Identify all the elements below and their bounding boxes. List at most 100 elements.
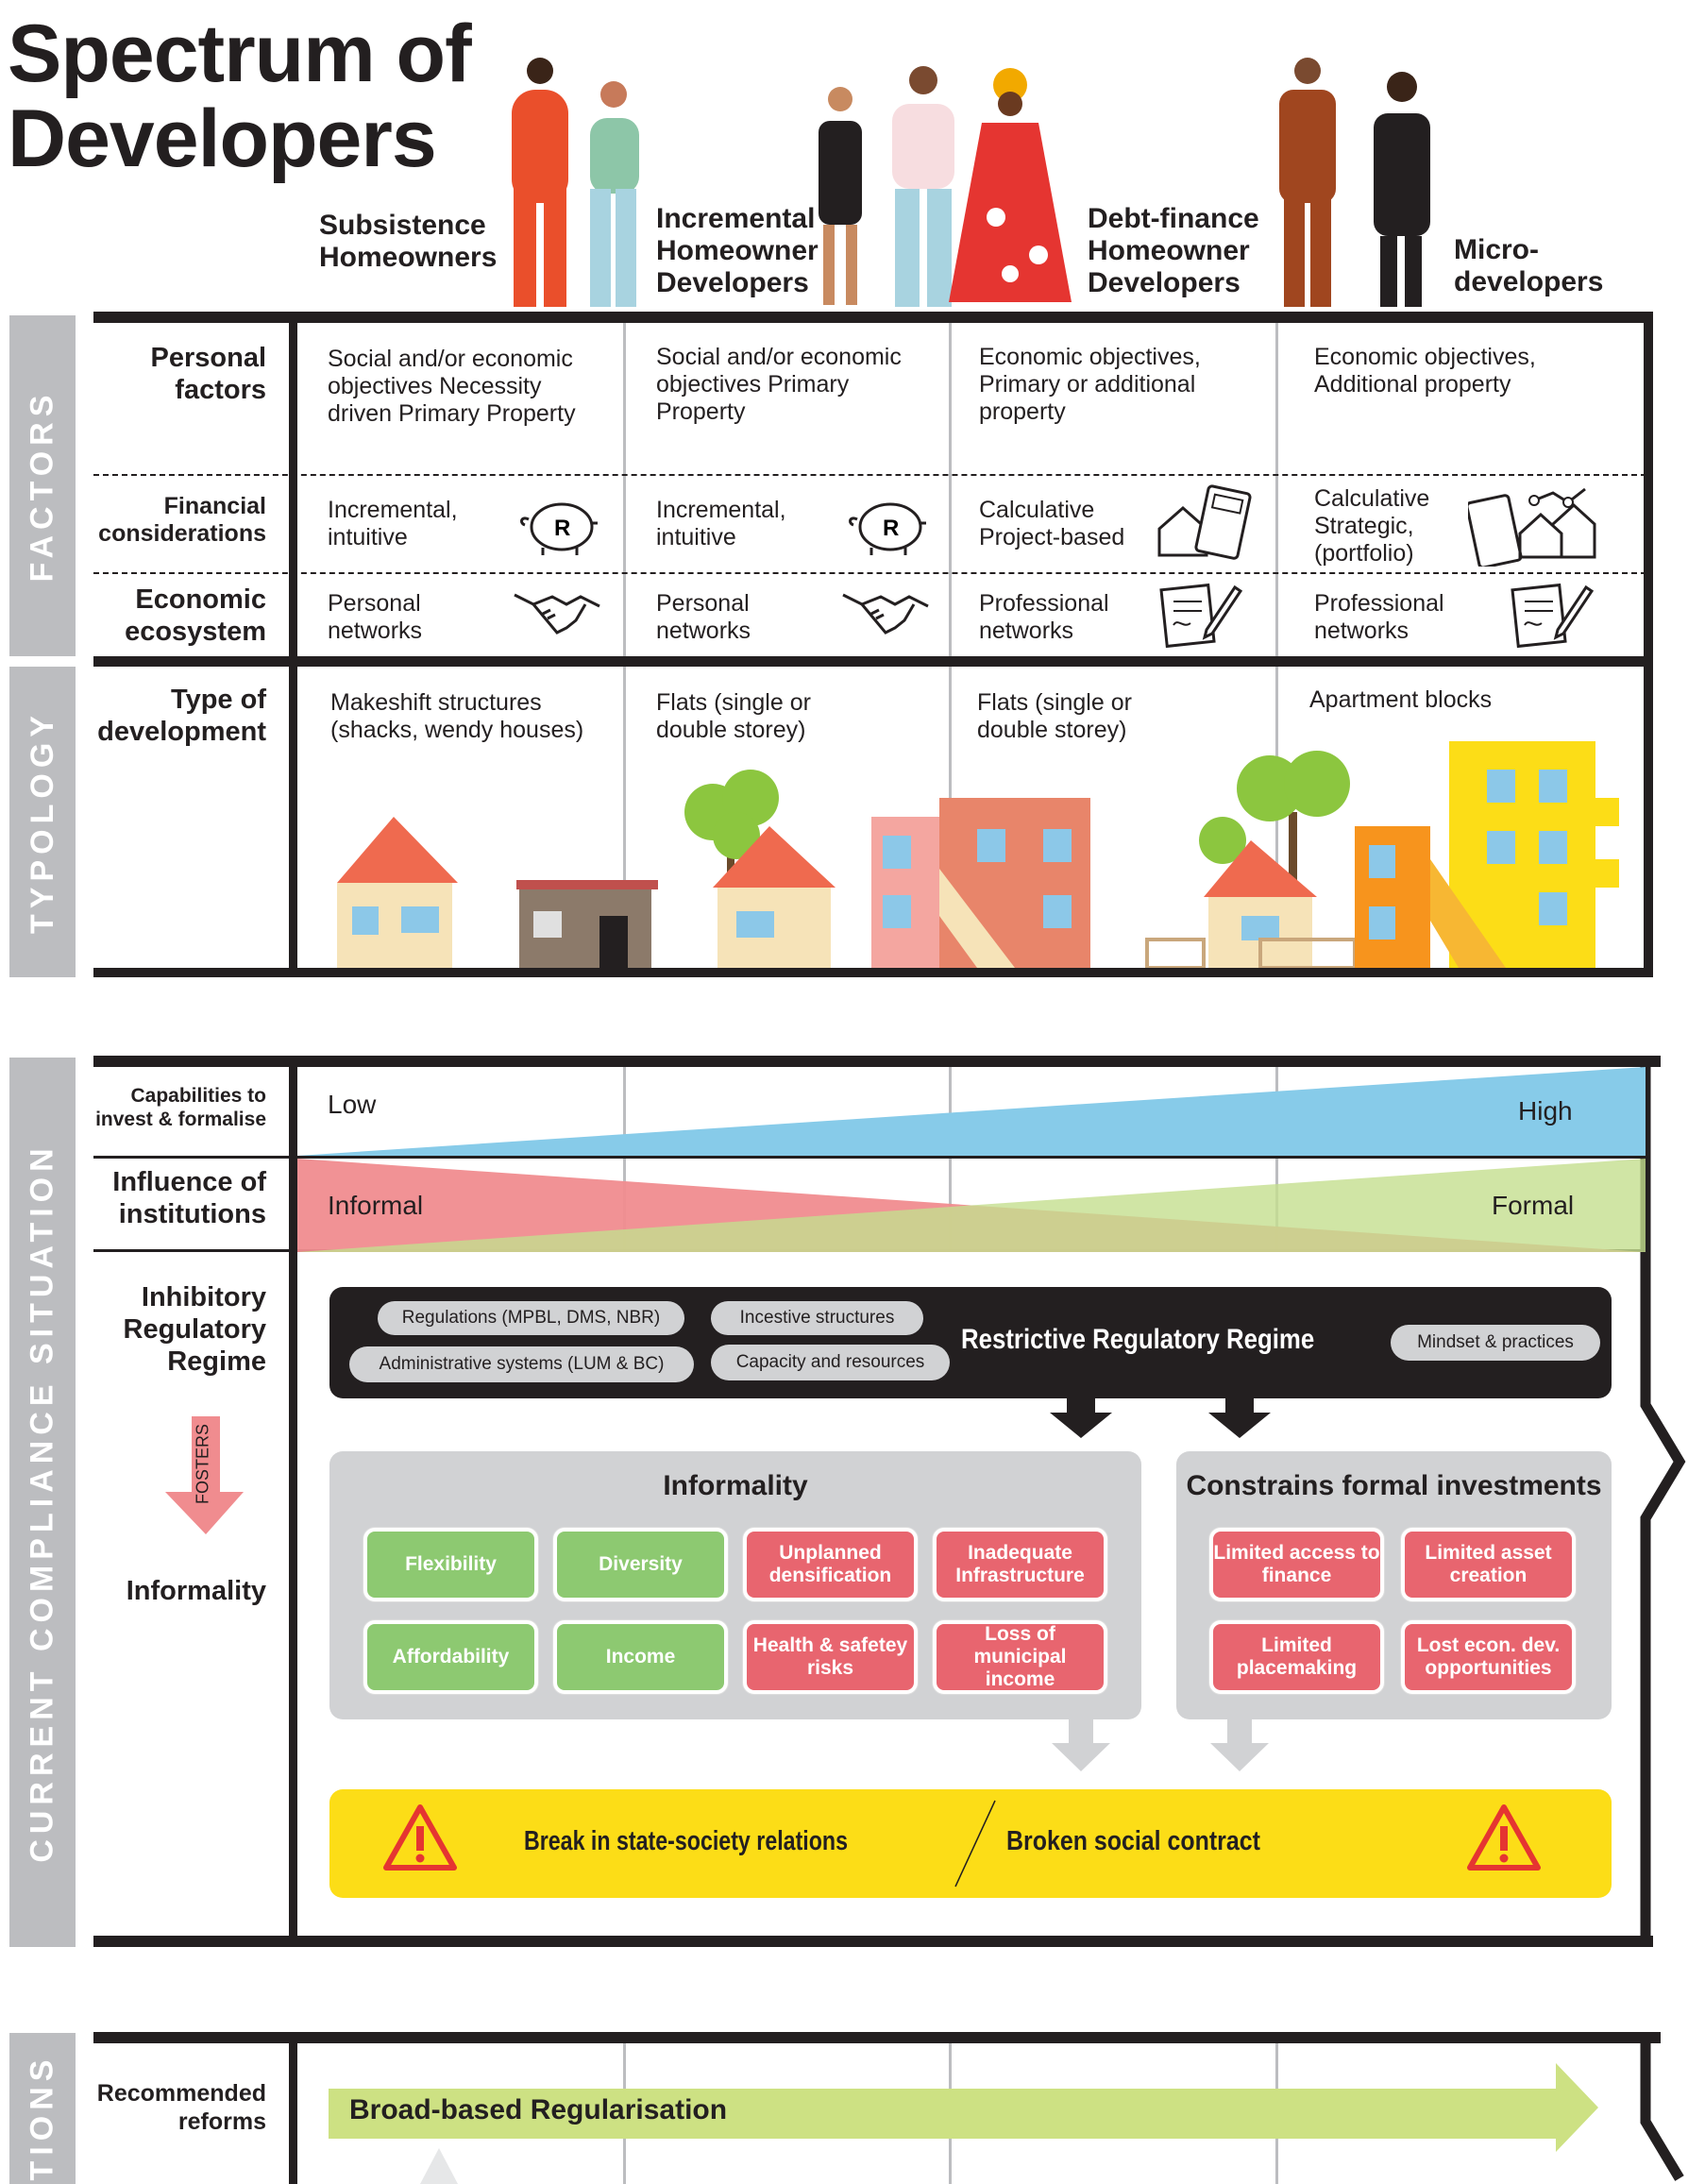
section-label-factors: FACTORS xyxy=(9,315,76,656)
tag-health-safety: Health & safetey risks xyxy=(743,1620,918,1694)
constrains-title: Constrains formal investments xyxy=(1186,1470,1602,1501)
financial-cell: Calculative Strategic, (portfolio) xyxy=(1314,485,1430,567)
low-label: Low xyxy=(328,1090,377,1119)
regime-pill: Mindset & practices xyxy=(1391,1325,1600,1361)
up-arrow-gray-icon xyxy=(420,2148,458,2184)
informality-title: Informality xyxy=(663,1470,808,1501)
row-label-typology: Type of development xyxy=(97,685,266,747)
person-red-dress xyxy=(949,68,1072,302)
outcome-right: Broken social contract xyxy=(1006,1826,1260,1856)
informal-label: Informal xyxy=(328,1191,424,1220)
tag-flexibility: Flexibility xyxy=(363,1528,538,1601)
flat-icon xyxy=(871,798,1090,968)
down-arrow-gray-icon xyxy=(1052,1719,1110,1771)
financial-cell: Incremental, intuitive xyxy=(656,497,786,550)
row-label-financial: Financial considerations xyxy=(98,493,266,547)
calculator-house-icon xyxy=(1157,484,1252,560)
contract-pen-icon xyxy=(1511,583,1595,649)
typology-cell: Apartment blocks xyxy=(1309,686,1493,713)
personal-cell: Economic objectives, Primary or addition… xyxy=(979,344,1201,425)
down-arrow-gray-icon xyxy=(1210,1719,1269,1771)
house-icon xyxy=(337,817,458,968)
handshake-icon xyxy=(842,593,929,635)
regime-pill: Incestive structures xyxy=(711,1301,923,1335)
section-label-typology: TYPOLOGY xyxy=(9,667,76,977)
svg-text:R: R xyxy=(554,516,570,541)
apartment-block-icon xyxy=(1355,741,1619,968)
row-label-economic: Economic ecosystem xyxy=(125,584,266,647)
formal-label: Formal xyxy=(1492,1191,1575,1220)
tag-inadequate-infrastructure: Inadequate Infrastructure xyxy=(933,1528,1107,1601)
handshake-icon xyxy=(514,593,600,635)
tag-affordability: Affordability xyxy=(363,1620,538,1694)
capabilities-wedge xyxy=(297,1067,1646,1252)
personal-cell: Economic objectives, Additional property xyxy=(1314,344,1536,398)
person-orange-hoodie xyxy=(512,58,568,307)
house-icon xyxy=(1204,840,1317,968)
person-black-dress xyxy=(819,87,862,305)
section-label-current-compliance: CURRENT COMPLIANCE SITUATION xyxy=(9,1058,76,1947)
financial-cell: Incremental, intuitive xyxy=(328,497,458,550)
fosters-label: FOSTERS xyxy=(193,1424,212,1505)
regime-pill: Administrative systems (LUM & BC) xyxy=(349,1346,694,1382)
right-chevron-border xyxy=(1640,2032,1684,2181)
personal-cell: Social and/or economic objectives Primar… xyxy=(656,344,902,425)
typology-buildings-illustration xyxy=(337,741,1619,968)
column-label-debt-finance: Debt-finance Homeowner Developers xyxy=(1088,203,1259,298)
typology-cell: Makeshift structures (shacks, wendy hous… xyxy=(330,689,584,743)
row-label-institutions: Influence of institutions xyxy=(112,1167,266,1229)
piggy-bank-icon: R xyxy=(520,502,598,555)
row-label-personal-factors: Personal factors xyxy=(150,343,267,405)
warning-icon xyxy=(383,1804,457,1871)
person-black-suit xyxy=(1374,72,1430,307)
outcome-divider xyxy=(954,1800,996,1888)
column-label-incremental: Incremental Homeowner Developers xyxy=(656,203,819,298)
row-label-recommended-reforms: Recommended reforms xyxy=(96,2080,266,2135)
contract-pen-icon xyxy=(1159,583,1243,649)
tree-icon xyxy=(1199,751,1350,906)
piggy-bank-icon: R xyxy=(849,502,926,555)
tag-lost-econ-dev: Lost econ. dev. opportunities xyxy=(1401,1620,1576,1694)
developer-people-illustration xyxy=(512,58,1430,307)
factors-table xyxy=(93,312,1653,977)
financial-cell: Calculative Project-based xyxy=(979,497,1125,550)
person-brown-suit xyxy=(1279,58,1336,307)
column-label-subsistence: Subsistence Homeowners xyxy=(319,210,498,273)
outcome-box xyxy=(329,1789,1612,1898)
section-label-options: TIONS xyxy=(9,2033,76,2184)
regime-title: Restrictive Regulatory Regime xyxy=(961,1324,1315,1355)
calculator-houses-icon xyxy=(1468,487,1596,567)
down-arrow-icon xyxy=(1208,1396,1271,1438)
economic-cell: Professional networks xyxy=(979,590,1109,644)
shack-icon xyxy=(516,880,658,968)
person-white-shirt xyxy=(892,66,954,307)
column-label-micro-developers: Micro-developers xyxy=(1454,234,1604,297)
typology-cell: Flats (single or double storey) xyxy=(977,689,1132,743)
regime-pill: Regulations (MPBL, DMS, NBR) xyxy=(378,1301,684,1335)
tag-limited-access-finance: Limited access to finance xyxy=(1209,1528,1384,1601)
tag-limited-placemaking: Limited placemaking xyxy=(1209,1620,1384,1694)
tag-diversity: Diversity xyxy=(553,1528,728,1601)
economic-cell: Personal networks xyxy=(328,590,423,644)
regularisation-label: Broad-based Regularisation xyxy=(349,2094,728,2125)
fosters-arrow-icon xyxy=(165,1416,244,1534)
high-label: High xyxy=(1518,1096,1573,1126)
tag-income: Income xyxy=(553,1620,728,1694)
typology-cell: Flats (single or double storey) xyxy=(656,689,811,743)
row-label-inhibitory: Inhibitory Regulatory Regime xyxy=(123,1282,266,1377)
person-green-top xyxy=(590,81,639,307)
regularisation-arrow xyxy=(329,2063,1598,2152)
down-arrow-icon xyxy=(1050,1396,1112,1438)
economic-cell: Personal networks xyxy=(656,590,751,644)
row-label-capabilities: Capabilities to invest & formalise xyxy=(95,1085,266,1130)
tag-unplanned-densification: Unplanned densification xyxy=(743,1528,918,1601)
row-label-informality: Informality xyxy=(126,1576,266,1606)
house-icon xyxy=(713,826,836,968)
outcome-left: Break in state-society relations xyxy=(524,1826,848,1856)
tag-limited-asset-creation: Limited asset creation xyxy=(1401,1528,1576,1601)
economic-cell: Professional networks xyxy=(1314,590,1444,644)
warning-icon xyxy=(1467,1804,1541,1871)
personal-cell: Social and/or economic objectives Necess… xyxy=(328,346,576,427)
regime-pill: Capacity and resources xyxy=(711,1345,950,1380)
